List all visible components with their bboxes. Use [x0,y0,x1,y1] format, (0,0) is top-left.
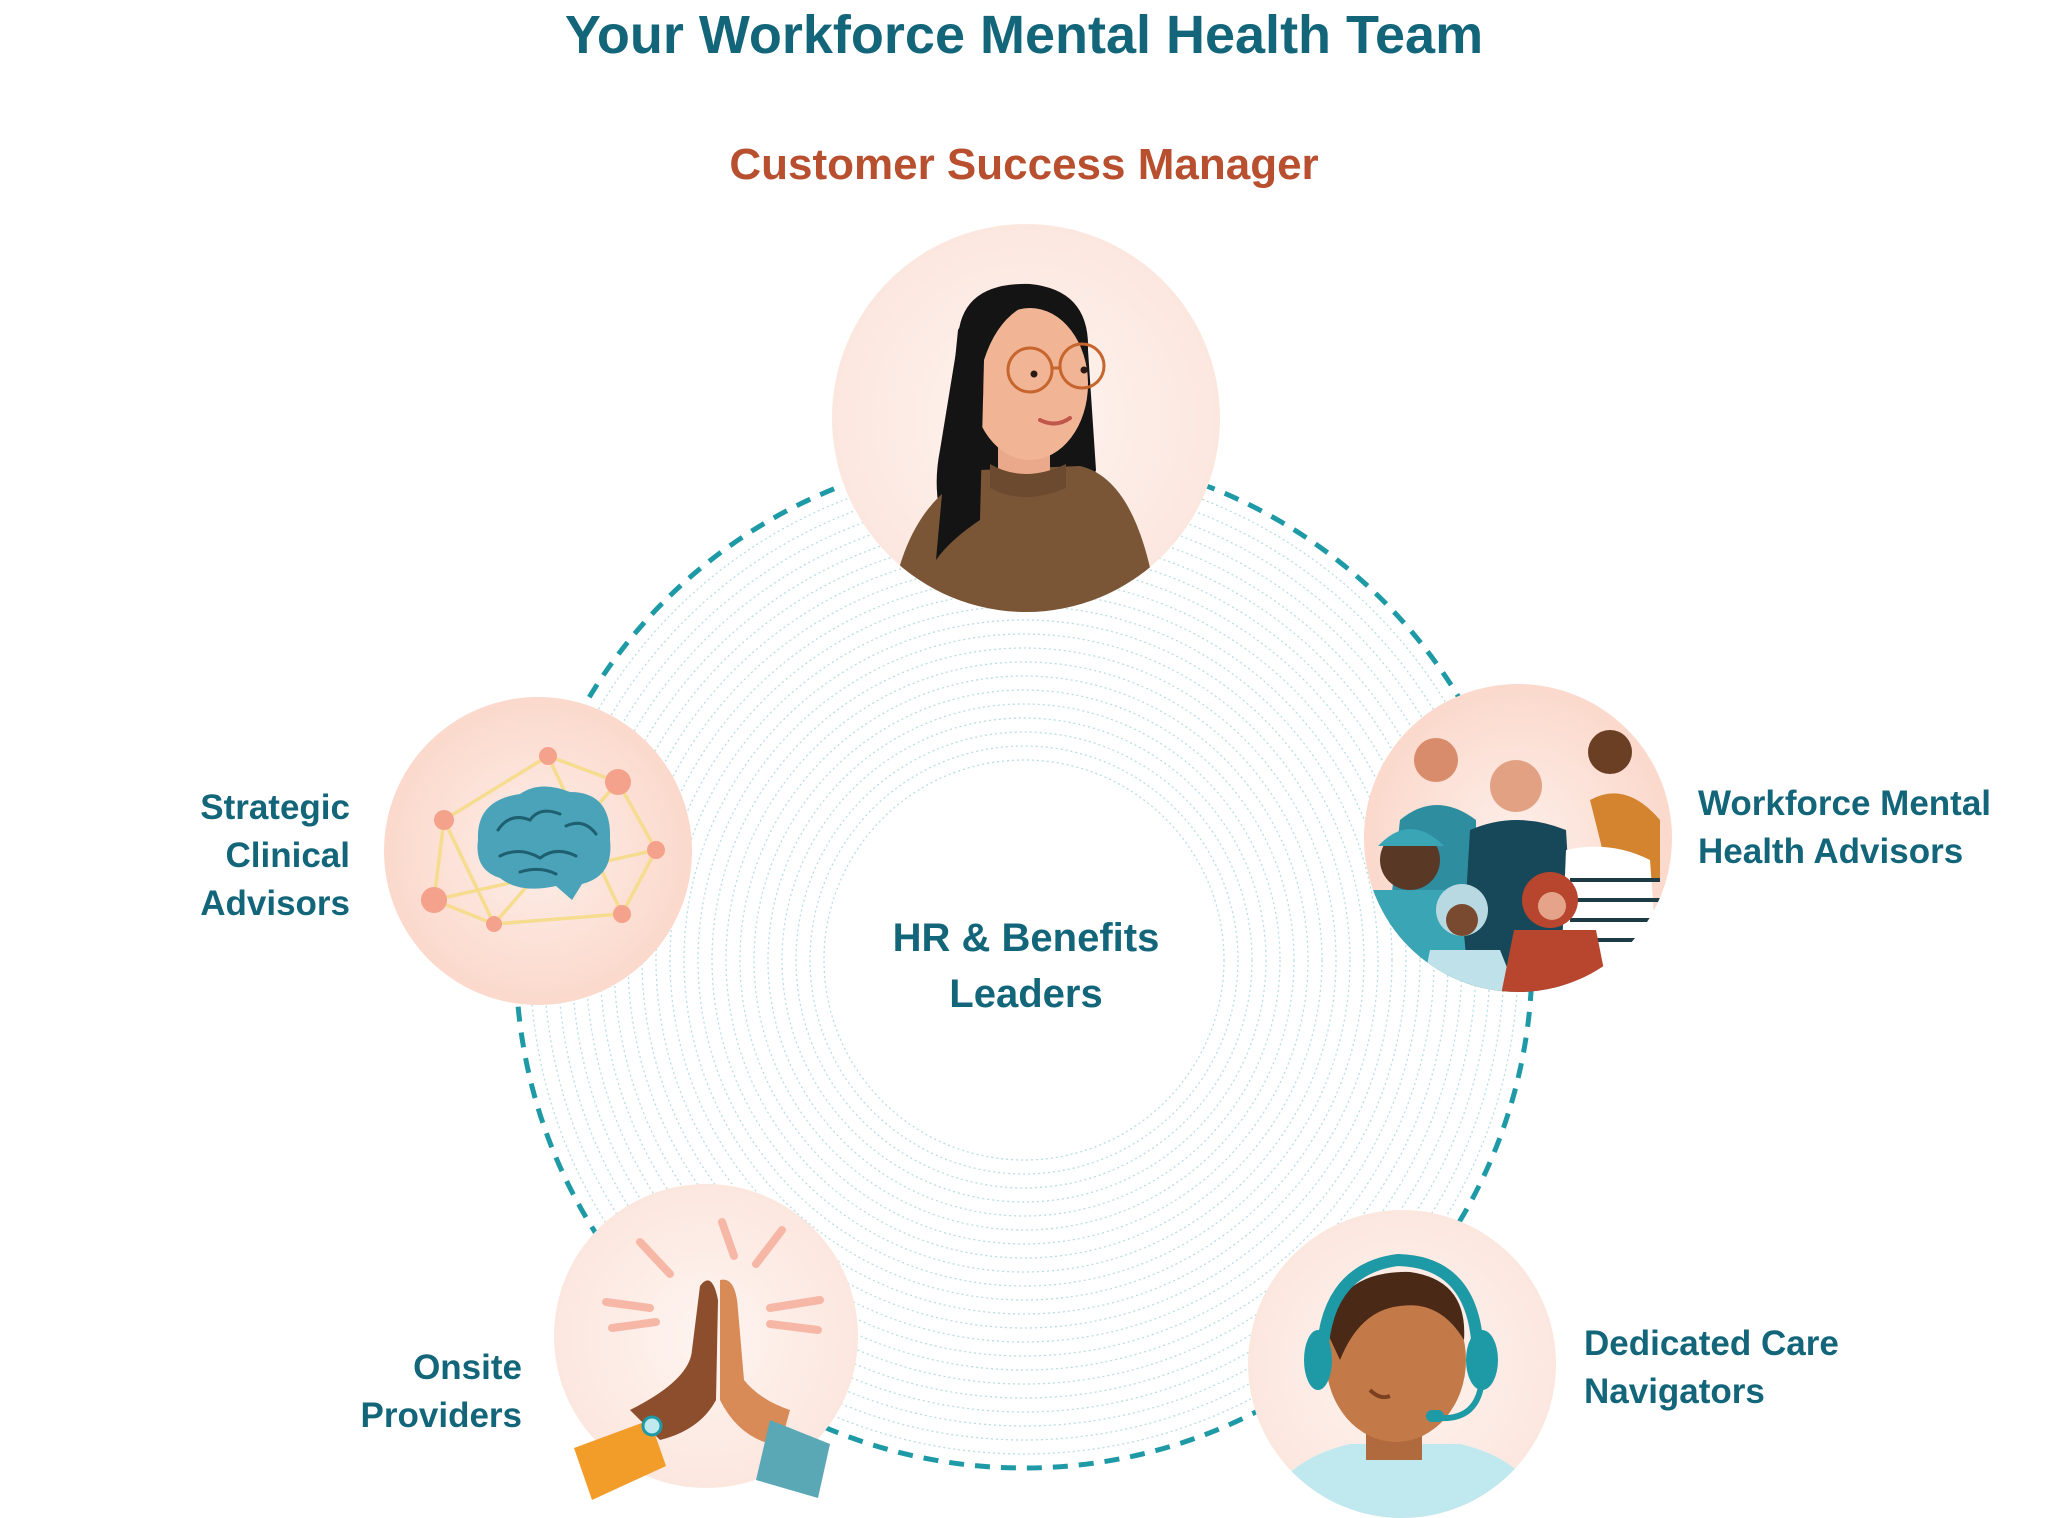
csm-node [832,224,1220,612]
op-label-line2: Providers [360,1396,522,1435]
op-node [554,1184,858,1500]
concentric-ring [711,647,1337,1273]
concentric-ring [725,661,1323,1259]
dcn-label-line1: Dedicated Care [1584,1324,1839,1363]
concentric-ring [767,703,1281,1217]
concentric-ring [683,619,1365,1301]
sca-label-line3: Advisors [200,884,350,923]
concentric-ring [641,577,1407,1343]
concentric-ring [697,633,1351,1287]
concentric-ring [795,731,1253,1189]
sca-label-line1: Strategic [200,788,350,827]
sca-node [384,697,692,1005]
concentric-ring [823,759,1225,1161]
sca-label-line2: Clinical [225,836,350,875]
wmha-node [1364,684,1672,992]
sca-label: Strategic Clinical Advisors [100,784,350,928]
concentric-ring [655,591,1393,1329]
concentric-ring [753,689,1295,1231]
op-label-line1: Onsite [413,1348,522,1387]
wmha-label-line1: Workforce Mental [1698,784,1992,823]
dcn-node [1248,1210,1556,1518]
wmha-label: Workforce Mental Health Advisors [1698,780,2038,876]
concentric-ring [669,605,1379,1315]
center-label: HR & Benefits Leaders [776,910,1276,1022]
dcn-label-line2: Navigators [1584,1372,1765,1411]
concentric-ring [739,675,1309,1245]
high-five-hands-icon [574,1218,830,1500]
concentric-ring [809,745,1239,1175]
dcn-label: Dedicated Care Navigators [1584,1320,1924,1416]
wmha-label-line2: Health Advisors [1698,832,1964,871]
center-label-line2: Leaders [949,972,1103,1016]
concentric-ring [781,717,1267,1203]
page-title: Your Workforce Mental Health Team [564,5,1484,65]
brain-network-icon [421,747,665,932]
op-label: Onsite Providers [260,1344,522,1440]
csm-label: Customer Success Manager [729,140,1319,189]
center-label-line1: HR & Benefits [892,916,1160,960]
woman-with-glasses-icon [890,283,1158,612]
